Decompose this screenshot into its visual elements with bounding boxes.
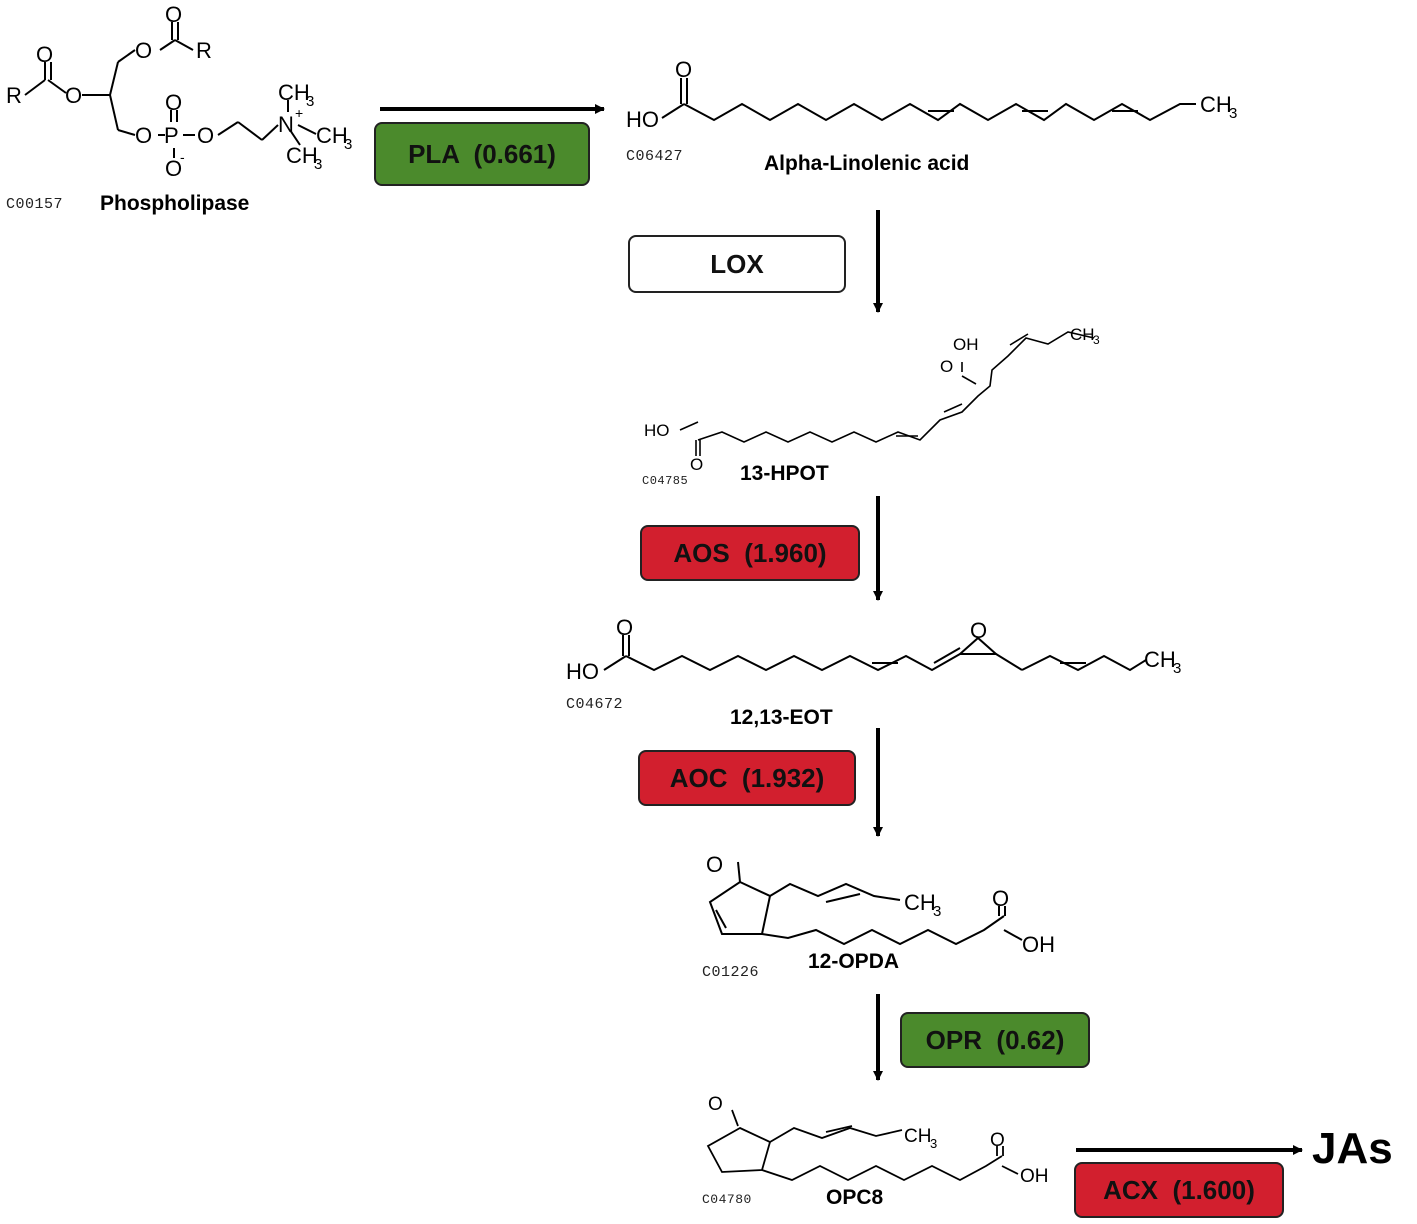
svg-text:3: 3 (933, 903, 941, 920)
svg-text:O: O (940, 357, 953, 376)
svg-text:O: O (165, 156, 182, 181)
svg-text:O: O (675, 57, 692, 82)
svg-text:+: + (295, 105, 303, 121)
jas-product: JAs (1312, 1124, 1393, 1173)
svg-text:O: O (135, 38, 152, 63)
svg-text:3: 3 (1229, 105, 1237, 122)
svg-text:HO: HO (644, 421, 670, 440)
svg-text:O: O (616, 615, 633, 640)
opda-name: 12-OPDA (808, 950, 900, 973)
svg-text:O: O (65, 83, 82, 108)
svg-text:3: 3 (1093, 333, 1100, 347)
svg-text:O: O (970, 618, 987, 643)
svg-text:O: O (165, 2, 182, 27)
eot-structure (603, 635, 1147, 672)
svg-text:CH: CH (904, 890, 936, 915)
svg-text:O: O (992, 886, 1009, 911)
svg-text:O: O (165, 90, 182, 115)
svg-text:O: O (708, 1094, 723, 1115)
opc8-structure (706, 1109, 1019, 1182)
opda-structure (708, 861, 1023, 946)
alpha-linolenic-atoms: HO O CH3 (626, 57, 1237, 132)
opda-code: C01226 (702, 964, 760, 981)
enzyme-pla: PLA (0.661) (374, 122, 590, 186)
opda-atoms: O CH3 O OH (706, 852, 1055, 957)
svg-text:CH: CH (1200, 92, 1232, 117)
enzyme-lox: LOX (628, 235, 846, 293)
svg-text:OH: OH (1020, 1166, 1049, 1187)
svg-text:3: 3 (314, 156, 322, 173)
enzyme-acx: ACX (1.600) (1074, 1162, 1284, 1218)
phospholipase-code: C00157 (6, 196, 64, 213)
svg-text:CH: CH (286, 143, 318, 168)
svg-text:CH: CH (278, 80, 310, 105)
pathway-arrows (380, 104, 1303, 1155)
alpha-linolenic-name: Alpha-Linolenic acid (764, 152, 970, 175)
svg-text:R: R (6, 83, 22, 108)
hpot-atoms: HO O OH O CH3 (644, 325, 1100, 474)
alpha-linolenic-code: C06427 (626, 148, 684, 165)
svg-text:O: O (990, 1130, 1005, 1151)
eot-atoms: HO O O CH3 (566, 615, 1181, 684)
phospholipase-name: Phospholipase (100, 192, 250, 215)
svg-text:O: O (197, 123, 214, 148)
svg-text:OH: OH (953, 335, 979, 354)
opc8-atoms: O CH3 O OH (708, 1094, 1049, 1187)
enzyme-opr: OPR (0.62) (900, 1012, 1090, 1068)
svg-text:CH: CH (1144, 647, 1176, 672)
svg-text:N: N (278, 112, 294, 137)
alpha-linolenic-structure (661, 78, 1196, 122)
phospholipase-atoms: R O O O O R O P O O - O N + CH3 CH3 CH3 (6, 2, 352, 181)
svg-text:3: 3 (306, 93, 314, 110)
enzyme-aos: AOS (1.960) (640, 525, 860, 581)
svg-text:OH: OH (1022, 932, 1055, 957)
svg-text:O: O (690, 455, 703, 474)
hpot-structure (679, 331, 1095, 456)
svg-text:P: P (164, 123, 179, 148)
svg-text:HO: HO (626, 107, 659, 132)
svg-text:R: R (196, 38, 212, 63)
svg-text:O: O (706, 852, 723, 877)
hpot-code: C04785 (642, 474, 689, 488)
svg-text:HO: HO (566, 659, 599, 684)
svg-text:CH: CH (316, 123, 348, 148)
hpot-name: 13-HPOT (740, 462, 829, 485)
eot-code: C04672 (566, 696, 624, 713)
svg-text:CH: CH (1070, 325, 1095, 344)
svg-text:O: O (135, 123, 152, 148)
enzyme-aoc: AOC (1.932) (638, 750, 856, 806)
eot-name: 12,13-EOT (730, 706, 833, 729)
opc8-code: C04780 (702, 1192, 752, 1207)
phospholipase-structure (24, 22, 317, 158)
svg-text:3: 3 (1173, 660, 1181, 677)
svg-text:3: 3 (344, 136, 352, 153)
opc8-name: OPC8 (826, 1186, 884, 1209)
svg-text:CH: CH (904, 1126, 931, 1147)
svg-text:O: O (36, 42, 53, 67)
svg-text:-: - (180, 149, 185, 165)
svg-text:3: 3 (930, 1136, 937, 1151)
